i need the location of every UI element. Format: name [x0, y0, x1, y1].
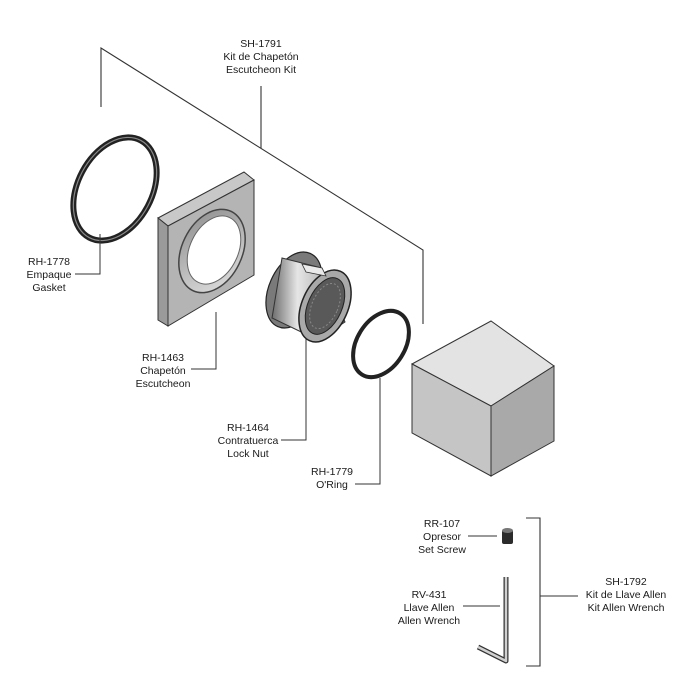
lock-nut-label: RH-1464 Contratuerca Lock Nut	[217, 422, 279, 460]
oring-label: RH-1779 O'Ring	[310, 466, 354, 491]
set-screw-part	[502, 528, 513, 544]
leader-lines	[75, 234, 381, 485]
allen-kit-label: SH-1792 Kit de Llave Allen Kit Allen Wre…	[585, 576, 667, 614]
lock-nut-part	[265, 251, 352, 343]
valve-body-cube	[410, 320, 555, 477]
escutcheon-plate-part	[157, 171, 255, 327]
gasket-label: RH-1778 Empaque Gasket	[26, 256, 72, 294]
allen-wrench-part	[476, 577, 509, 664]
escutcheon-kit-label: SH-1791 Kit de Chapetón Escutcheon Kit	[223, 38, 299, 76]
oring-part	[351, 308, 411, 380]
escutcheon-kit-bracket	[100, 47, 424, 324]
escutcheon-label: RH-1463 Chapetón Escutcheon	[135, 352, 191, 390]
set-screw-label: RR-107 Opresor Set Screw	[418, 518, 466, 556]
allen-kit-bracket	[463, 517, 578, 667]
allen-wrench-label: RV-431 Llave Allen Allen Wrench	[397, 589, 461, 627]
gasket-part	[70, 134, 160, 244]
